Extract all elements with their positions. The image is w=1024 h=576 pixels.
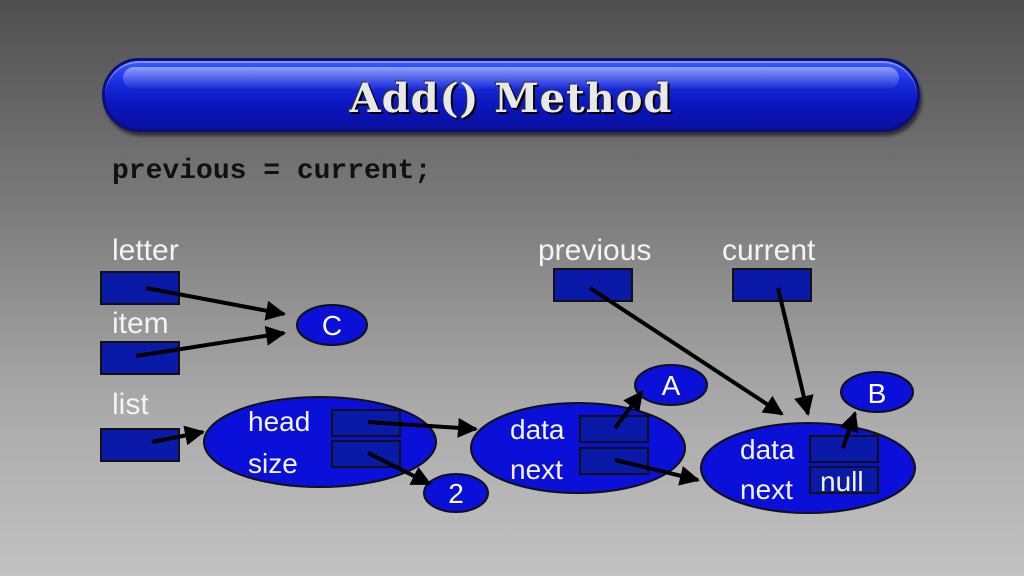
node2-next-label: next (740, 474, 793, 505)
node1-ellipse (470, 402, 686, 494)
node2-next-box (809, 466, 879, 494)
list-box (100, 428, 180, 462)
arrow-previous-to-node2 (588, 286, 784, 416)
size-value-circle (423, 473, 489, 513)
arrow-letter-to-c (145, 286, 286, 321)
arrow-item-to-c (135, 325, 286, 358)
previous-box (553, 268, 633, 302)
arrow-node2-data-to-b (839, 411, 859, 449)
previous-label: previous (538, 234, 652, 267)
node1-data-label: data (510, 414, 565, 445)
node1-value-label: A (662, 370, 681, 401)
list-label: list (112, 388, 149, 421)
arrow-node1-data-to-a (613, 390, 644, 430)
node1-next-label: next (510, 454, 563, 485)
node2-value-label: B (868, 378, 887, 409)
node2-ellipse (700, 422, 916, 514)
slide-title: Add() Method (349, 75, 673, 122)
head-field-label: head (248, 406, 311, 437)
item-label: item (112, 307, 169, 340)
node2-data-label: data (740, 434, 795, 465)
item-box (100, 341, 180, 375)
item-value-label: C (322, 310, 342, 341)
current-label: current (722, 234, 816, 267)
current-box (732, 268, 812, 302)
node2-null-label: null (820, 466, 864, 497)
code-statement: previous = current; (112, 156, 432, 187)
arrow-list-to-list-object (151, 425, 205, 446)
title-banner: Add() Method (102, 58, 920, 132)
node2-value-circle (840, 371, 914, 413)
arrow-size-to-2 (367, 451, 432, 486)
arrow-node1-next-to-node2 (614, 458, 700, 486)
node1-data-box (579, 415, 649, 443)
item-value-circle (296, 304, 368, 346)
arrow-current-to-node2 (776, 287, 814, 416)
letter-box (100, 271, 180, 305)
size-field-label: size (248, 448, 298, 479)
size-value-label: 2 (448, 478, 464, 509)
list-object-ellipse (203, 396, 437, 488)
arrow-head-to-node1 (367, 417, 478, 438)
node1-value-circle (634, 364, 708, 406)
node1-next-box (579, 447, 649, 475)
letter-label: letter (112, 234, 179, 267)
